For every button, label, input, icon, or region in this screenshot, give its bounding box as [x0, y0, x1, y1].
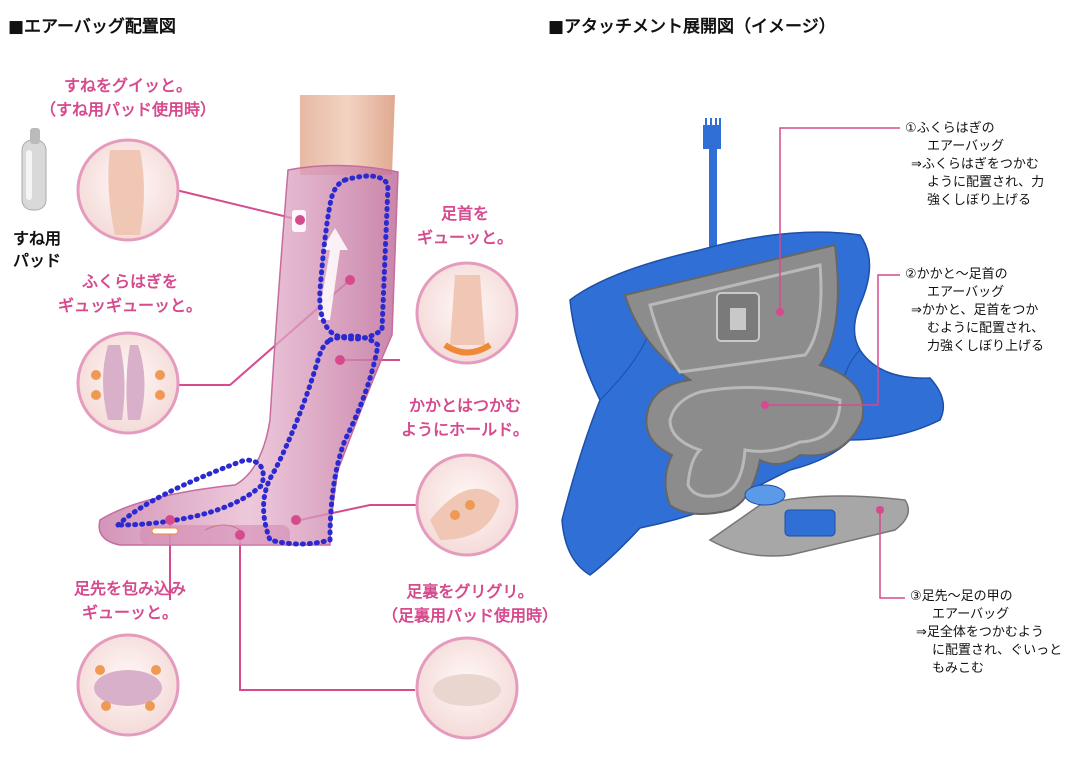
callout-calf: ふくらはぎを ギュッギューッと。	[57, 272, 202, 315]
callout-toe: 足先を包み込み ギューッと。	[73, 579, 186, 622]
airbag-dotted-outlines	[111, 173, 391, 547]
note-toe-instep-airbag: ③足先〜足の甲の エアーバッグ ⇒足全体をつかむよう に配置され、ぐいっと もみ…	[910, 589, 1063, 676]
shin-pad-icon	[21, 128, 47, 211]
note-calf-airbag: ①ふくらはぎの エアーバッグ ⇒ふくらはぎをつかむ ように配置され、力 強くしぼ…	[905, 121, 1045, 208]
attachment-illustration	[561, 118, 945, 576]
callout-shin: すねをグイッと。 （すね用パッド使用時）	[39, 76, 216, 119]
note-heel-ankle-airbag: ②かかと〜足首の エアーバッグ ⇒かかと、足首をつか むように配置され、 力強く…	[905, 267, 1045, 354]
attachment-leader-lines	[765, 127, 905, 599]
callout-sole: 足裏をグリグリ。 （足裏用パッド使用時）	[381, 582, 558, 625]
callout-ankle: 足首を ギューッと。	[416, 204, 513, 247]
left-section-title: ■エアーバッグ配置図	[8, 17, 176, 37]
right-section-title: ■アタッチメント展開図（イメージ）	[548, 17, 836, 37]
callout-heel: かかとはつかむ ようにホールド。	[401, 396, 529, 439]
shin-pad-label: すね用 パッド	[12, 229, 61, 270]
